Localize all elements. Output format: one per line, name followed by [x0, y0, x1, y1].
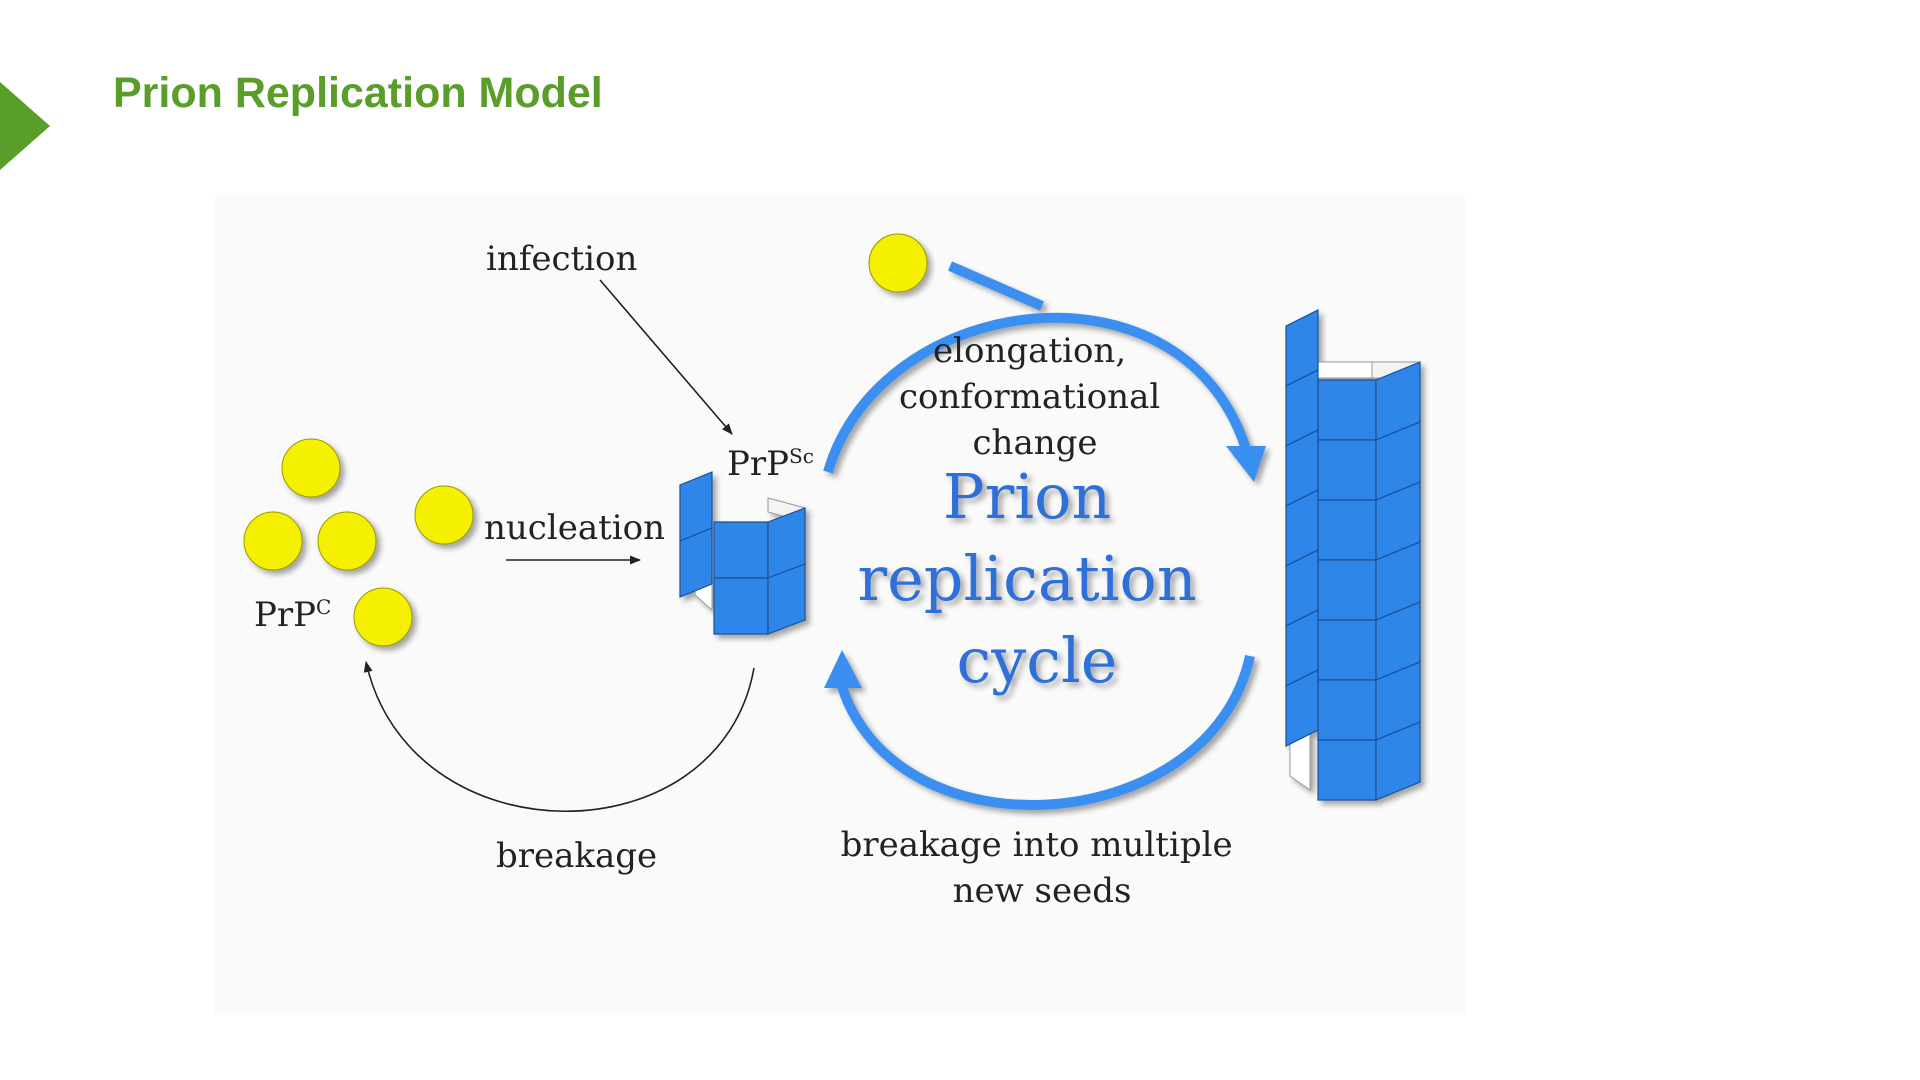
fibril-block	[1317, 619, 1377, 681]
prpsc-seed	[679, 471, 806, 635]
label-elongation: elongation, conformational change	[899, 331, 1171, 463]
cycle-arrow-top	[823, 312, 1253, 474]
seed-block	[679, 527, 713, 598]
fibril-block	[1317, 379, 1377, 441]
prion-fibril	[1285, 309, 1421, 801]
breakage-seeds-line: breakage into multiple	[841, 825, 1233, 865]
label-prpc-superscript: C	[316, 595, 331, 619]
label-prpsc-base: PrP	[727, 444, 789, 484]
cycle-arrow-bottom-head	[824, 650, 862, 688]
label-nucleation: nucleation	[484, 508, 665, 548]
elongation-feed-line	[948, 261, 1044, 311]
fibril-block	[1317, 679, 1377, 741]
fibril-block	[1317, 499, 1377, 561]
slide-marker-triangle	[0, 82, 50, 170]
slide-title: Prion Replication Model	[113, 69, 603, 117]
label-prpsc: PrPSc	[727, 444, 814, 484]
figure-background	[215, 195, 1465, 1015]
elongation-line: elongation,	[933, 331, 1126, 371]
seed-block	[713, 521, 769, 579]
infection-arrow	[599, 279, 733, 435]
fibril-block	[1317, 739, 1377, 801]
label-breakage: breakage	[496, 836, 657, 876]
label-prpc-base: PrP	[254, 595, 316, 635]
fibril-block	[1285, 669, 1319, 747]
cycle-title-line: cycle	[957, 624, 1118, 697]
nucleation-monomer	[414, 485, 474, 545]
label-breakage-seeds: breakage into multiple new seeds	[841, 825, 1244, 911]
cycle-title: Prion replication cycle	[857, 460, 1216, 697]
elongation-line: change	[973, 423, 1098, 463]
cycle-title-line: replication	[857, 542, 1196, 615]
cycle-arrow-top-head	[1226, 446, 1266, 482]
label-prpc: PrPC	[254, 595, 331, 635]
prpc-monomer	[317, 511, 377, 571]
prpc-monomer	[353, 587, 413, 647]
prpc-monomer	[243, 511, 303, 571]
label-infection: infection	[486, 239, 637, 279]
prpc-monomer-cluster	[243, 233, 928, 647]
fibril-block	[1375, 721, 1421, 801]
elongation-monomer	[868, 233, 928, 293]
fibril-block	[1317, 439, 1377, 501]
seed-block	[713, 577, 769, 635]
elongation-line: conformational	[899, 377, 1160, 417]
breakage-seeds-line: new seeds	[953, 871, 1132, 911]
fibril-blocks	[1285, 309, 1421, 801]
replication-cycle-arrows	[823, 261, 1266, 810]
seed-block	[767, 563, 806, 635]
breakage-return-arrow	[363, 660, 755, 812]
cycle-title-line: Prion	[943, 460, 1111, 533]
label-prpsc-superscript: Sc	[789, 444, 814, 468]
cycle-arrow-bottom	[835, 654, 1255, 810]
prpc-monomer	[281, 438, 341, 498]
fibril-block	[1317, 559, 1377, 621]
